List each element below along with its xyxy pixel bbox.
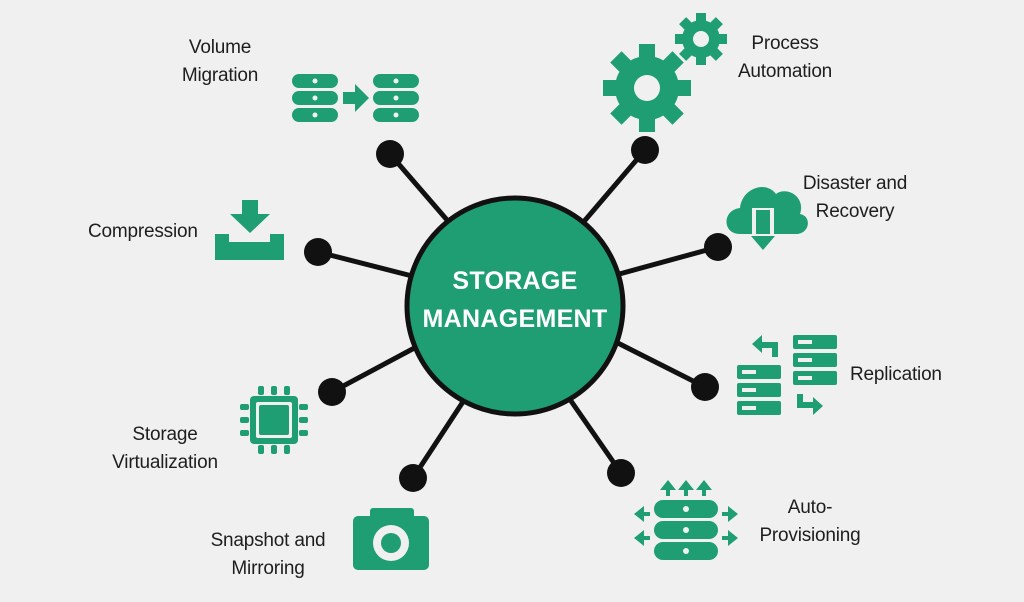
hub-label-line1: STORAGE — [452, 267, 578, 295]
spoke-storage-virtualization — [329, 342, 423, 395]
label-snapshot-mirroring-line2: Mirroring — [231, 558, 305, 579]
hub-circle — [404, 195, 626, 417]
database-expand-icon — [634, 480, 738, 560]
server-replication-icon — [737, 335, 837, 415]
label-storage-virtualization-line2: Virtualization — [112, 452, 218, 473]
label-process-automation-line1: Process — [751, 33, 819, 54]
spoke-end-dots — [304, 136, 732, 492]
label-volume-migration-line2: Migration — [181, 65, 259, 86]
label-replication-line1: Replication — [850, 364, 942, 385]
label-volume-migration-line1: Volume — [188, 37, 252, 58]
dot-volume-migration — [376, 140, 404, 168]
label-compression-line1: Compression — [88, 221, 198, 242]
spoke-disaster-recovery — [609, 244, 721, 279]
spoke-compression — [315, 249, 423, 281]
spokes — [315, 147, 721, 481]
camera-icon — [353, 508, 429, 570]
dot-compression — [304, 238, 332, 266]
label-auto-provisioning: Auto- Provisioning — [745, 494, 875, 550]
server-stack-right — [793, 335, 837, 385]
server-stack-left — [737, 365, 781, 415]
label-storage-virtualization-line1: Storage — [132, 424, 198, 445]
label-process-automation-line2: Automation — [737, 61, 833, 82]
spoke-replication — [605, 335, 708, 390]
database-right — [373, 74, 419, 122]
gear-small — [675, 13, 727, 65]
transfer-arrow — [343, 84, 369, 112]
label-process-automation: Process Automation — [715, 30, 855, 86]
hub-label-line2: MANAGEMENT — [422, 305, 608, 333]
label-auto-provisioning-line1: Auto- — [787, 497, 833, 518]
label-auto-provisioning-line2: Provisioning — [759, 525, 861, 546]
dot-storage-virtualization — [318, 378, 346, 406]
database-left — [292, 74, 338, 122]
replication-arrow-top — [752, 335, 778, 357]
gear-large — [603, 44, 691, 132]
label-snapshot-mirroring: Snapshot and Mirroring — [198, 527, 338, 583]
label-snapshot-mirroring-line1: Snapshot and — [210, 530, 326, 551]
spoke-process-automation — [572, 147, 648, 235]
download-tray-icon — [215, 200, 284, 260]
label-storage-virtualization: Storage Virtualization — [100, 421, 230, 477]
chip-icon — [240, 386, 308, 454]
dot-replication — [691, 373, 719, 401]
cloud-download-icon — [726, 186, 808, 252]
dot-process-automation — [631, 136, 659, 164]
label-replication: Replication — [850, 361, 942, 389]
hub-label: STORAGE MANAGEMENT — [405, 262, 625, 338]
gears-icon — [603, 13, 727, 132]
dot-auto-provisioning — [607, 459, 635, 487]
label-disaster-recovery-line2: Recovery — [815, 201, 895, 222]
label-disaster-recovery-line1: Disaster and — [802, 173, 908, 194]
dot-disaster-recovery — [704, 233, 732, 261]
label-disaster-recovery: Disaster and Recovery — [785, 170, 925, 226]
replication-arrow-bottom — [797, 394, 823, 415]
database-transfer-icon — [292, 74, 419, 122]
dot-snapshot-mirroring — [399, 464, 427, 492]
label-volume-migration: Volume Migration — [160, 34, 280, 90]
spoke-auto-provisioning — [559, 385, 624, 476]
label-compression: Compression — [88, 218, 198, 246]
